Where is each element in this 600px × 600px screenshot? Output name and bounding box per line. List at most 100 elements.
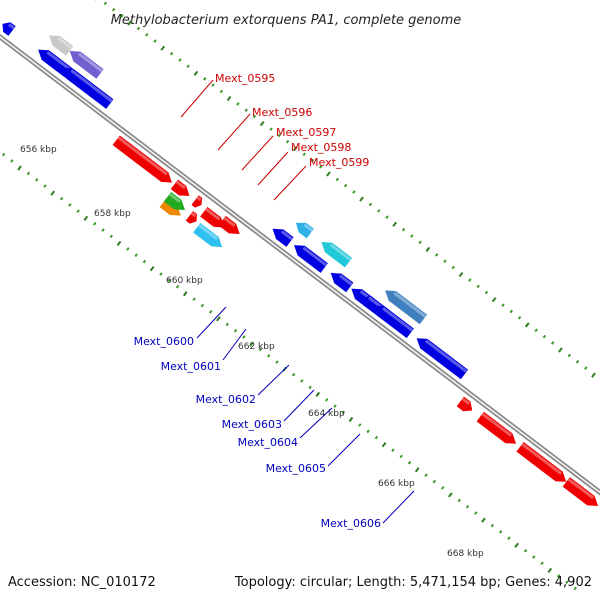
inner-tick (292, 146, 298, 152)
gene-arrow-body (321, 242, 353, 268)
gene-arrow-highlight (223, 216, 236, 227)
gene-arrow-forward[interactable] (163, 191, 189, 215)
gene-label-mext-0605[interactable]: Mext_0605 (266, 462, 326, 475)
scale-labels: 656 kbp 658 kbp 660 kbp 662 kbp 664 kbp … (20, 145, 484, 559)
gene-label-mext-0600[interactable]: Mext_0600 (134, 335, 194, 348)
outer-tick (565, 580, 569, 584)
forward-gene-labels: Mext_0595 Mext_0596 Mext_0597 Mext_0598 … (180, 72, 369, 201)
gene-arrow-reverse[interactable] (58, 63, 114, 109)
outer-tick (35, 177, 39, 182)
gene-arrow-reverse[interactable] (0, 19, 16, 36)
inner-tick (326, 171, 331, 177)
gene-arrow-reverse[interactable] (382, 286, 428, 325)
inner-tick (484, 290, 489, 295)
gene-arrow-reverse[interactable] (327, 268, 354, 293)
outer-tick (83, 215, 89, 221)
gene-arrow-body (62, 67, 114, 109)
inner-tick (127, 20, 132, 26)
backbone-highlight (0, 12, 600, 510)
inner-tick (517, 315, 522, 320)
gene-arrow-forward[interactable] (456, 396, 476, 416)
gene-label-mext-0597[interactable]: Mext_0597 (276, 126, 336, 139)
gene-arrow-reverse[interactable] (269, 224, 294, 247)
gene-arrow-reverse[interactable] (318, 237, 353, 268)
inner-tick (153, 39, 157, 43)
gene-arrow-body (112, 135, 172, 183)
inner-tick (359, 196, 364, 202)
gene-arrow-forward[interactable] (185, 211, 200, 226)
outer-tick (225, 322, 229, 327)
gene-arrow-body (295, 222, 314, 239)
inner-tick (385, 215, 389, 219)
outer-tick (465, 504, 470, 509)
inner-tick (103, 1, 108, 6)
inner-tick (111, 7, 116, 12)
outer-tick (134, 253, 138, 258)
gene-arrow-highlight (196, 196, 202, 202)
gene-arrow-body (200, 206, 225, 228)
inner-tick (285, 139, 290, 144)
gene-arrow-body (385, 290, 428, 325)
outer-tick (291, 372, 296, 377)
inner-tick (219, 89, 224, 94)
gene-arrow-forward[interactable] (191, 195, 205, 209)
gene-arrow-highlight (190, 211, 197, 218)
inner-tick (443, 259, 447, 263)
inner-tick (468, 278, 472, 282)
outer-tick (175, 284, 180, 289)
outer-tick (381, 442, 387, 448)
outer-tick (432, 479, 437, 484)
gene-arrow-body (69, 51, 104, 79)
outer-tick (424, 473, 428, 478)
outer-tick (474, 511, 478, 515)
gene-label-mext-0602[interactable]: Mext_0602 (196, 393, 256, 406)
gene-arrow-highlight (78, 52, 104, 73)
inner-tick (203, 77, 207, 81)
gene-arrow-forward[interactable] (516, 442, 569, 487)
gene-arrow-forward[interactable] (112, 135, 176, 187)
outer-tick (407, 460, 412, 465)
gene-arrow-highlight (302, 246, 328, 267)
gene-arrow-body (294, 245, 328, 273)
outer-tick (59, 196, 64, 201)
inner-tick (244, 108, 248, 113)
gene-arrow-body (272, 228, 294, 247)
gene-arrow-forward[interactable] (170, 179, 193, 201)
outer-tick (507, 536, 511, 540)
gene-arrow-reverse[interactable] (45, 31, 74, 56)
gene-arrow-forward[interactable] (218, 215, 244, 239)
leader-line-mext-0598 (257, 151, 289, 186)
gene-arrow-reverse[interactable] (370, 301, 414, 339)
inner-tick (169, 51, 174, 56)
gene-arrow-reverse[interactable] (66, 46, 104, 79)
gene-arrow-reverse[interactable] (413, 333, 469, 380)
outer-tick (315, 391, 321, 397)
gene-arrow-reverse[interactable] (360, 293, 375, 309)
leader-line-mext-0595 (180, 79, 214, 118)
inner-tick (302, 152, 306, 157)
gene-label-mext-0604[interactable]: Mext_0604 (238, 436, 298, 449)
gene-arrow-reverse[interactable] (290, 240, 328, 273)
gene-label-mext-0603[interactable]: Mext_0603 (222, 418, 282, 431)
gene-arrow-reverse[interactable] (292, 218, 314, 239)
gene-label-mext-0595[interactable]: Mext_0595 (215, 72, 275, 85)
gene-label-mext-0596[interactable]: Mext_0596 (252, 106, 312, 119)
outer-tick (216, 316, 221, 322)
gene-arrow-forward[interactable] (193, 222, 226, 252)
leader-line-mext-0599 (273, 165, 307, 201)
gene-label-mext-0599[interactable]: Mext_0599 (309, 156, 369, 169)
inner-tick (160, 45, 166, 51)
gene-label-mext-0606[interactable]: Mext_0606 (321, 517, 381, 530)
inner-tick (392, 221, 398, 227)
gene-label-mext-0598[interactable]: Mext_0598 (291, 141, 351, 154)
gene-label-mext-0601[interactable]: Mext_0601 (161, 360, 221, 373)
gene-arrow-forward[interactable] (476, 411, 520, 449)
gene-arrow-forward[interactable] (200, 206, 228, 232)
outer-tick (182, 291, 188, 297)
outer-tick (448, 492, 453, 498)
inner-tick (534, 328, 538, 333)
inner-tick (551, 341, 555, 345)
gene-arrow-forward[interactable] (562, 477, 600, 511)
gene-arrow-body (163, 191, 186, 211)
